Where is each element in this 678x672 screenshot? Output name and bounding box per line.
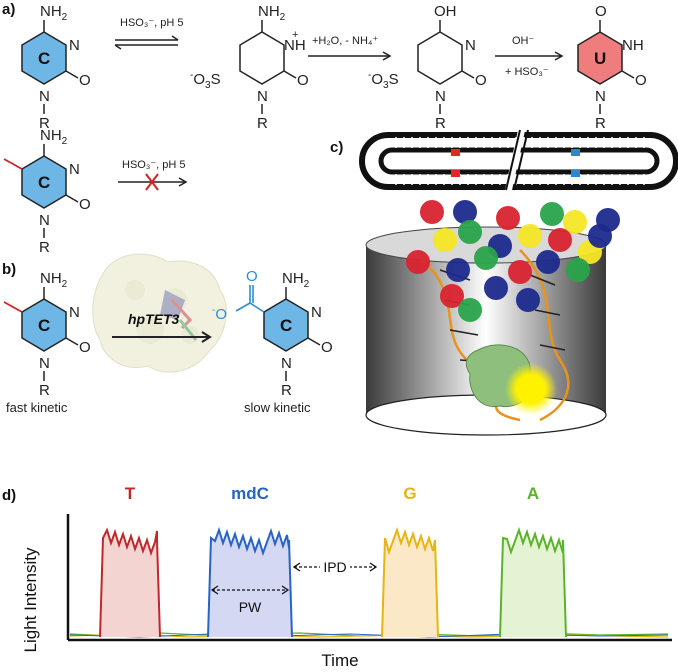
methylcytosine-b: C NH2 N O N R: [4, 270, 91, 399]
cytosine-letter: C: [38, 316, 50, 335]
nucleotide-dot: [420, 200, 444, 224]
ring-n-label: N: [39, 355, 50, 372]
nucleotide-dot: [484, 276, 508, 300]
peak-fill: [100, 530, 160, 637]
reaction-3-bottom: + HSO₃⁻: [505, 66, 549, 78]
blocked-conditions: HSO₃⁻, pH 5: [122, 159, 185, 171]
peak-fill: [208, 530, 292, 637]
methylcytosine-molecule: C NH2 N O N R: [4, 127, 91, 256]
nucleotide-dot: [474, 246, 498, 270]
r-group-label: R: [281, 382, 292, 399]
cytosine-molecule: C NH2 N O N R: [22, 3, 91, 132]
panel-b-label: b): [2, 261, 16, 278]
peak-label: T: [125, 484, 136, 503]
sulfonate-intermediate: NH2 NH + O N R -O3S: [190, 3, 309, 132]
nitrogen-label: N: [69, 37, 80, 54]
x-axis-label: Time: [321, 651, 358, 670]
enzyme-label: hpTET3: [128, 311, 180, 327]
uracil-letter: U: [594, 49, 606, 68]
fast-kinetic-caption: fast kinetic: [6, 400, 68, 415]
reaction-arrow-3: OH⁻ + HSO₃⁻: [495, 35, 562, 78]
hydroxyl-intermediate: OH N O N R -O3S: [368, 3, 487, 132]
carbonyl-oxygen: O: [595, 3, 607, 20]
nucleotide-dot: [406, 250, 430, 274]
blocked-reaction-arrow: HSO₃⁻, pH 5: [118, 159, 186, 190]
nucleotide-dot: [540, 202, 564, 226]
peak-label: A: [527, 484, 539, 503]
nitrogen-label: N: [465, 37, 476, 54]
r-group-label: R: [39, 239, 50, 256]
nucleotide-dot: [458, 298, 482, 322]
sulfonate-label: -O3S: [368, 70, 399, 91]
peak-label: mdC: [231, 484, 269, 503]
panel-d-label: d): [2, 487, 16, 504]
oxygen-label: O: [635, 72, 647, 89]
sulfonate-label: -O3S: [190, 70, 221, 91]
ring-n-label: N: [257, 88, 268, 105]
nucleotide-dot: [516, 288, 540, 312]
cytosine-letter: C: [280, 316, 292, 335]
methyl-group: [4, 159, 22, 169]
uracil-molecule: U O NH O N R: [578, 3, 647, 132]
incorporating-nucleotide: [505, 363, 557, 415]
carboxylcytosine-molecule: C O -O NH2 N O N R: [212, 268, 333, 399]
slow-kinetic-caption: slow kinetic: [244, 400, 311, 415]
oxygen-label: O: [475, 72, 487, 89]
ring-n-label: N: [39, 212, 50, 229]
ring-n-label: N: [435, 88, 446, 105]
ring-n-label: N: [39, 88, 50, 105]
nucleotide-dot: [446, 258, 470, 282]
nucleotide-dot: [588, 224, 612, 248]
r-group-label: R: [595, 115, 606, 132]
reaction-2-conditions: +H₂O, - NH₄⁺: [312, 35, 378, 47]
nucleotide-dot: [458, 220, 482, 244]
r-group-label: R: [39, 382, 50, 399]
r-group-label: R: [435, 115, 446, 132]
cytosine-letter: C: [38, 173, 50, 192]
nucleotide-dot: [496, 206, 520, 230]
reaction-3-top: OH⁻: [512, 35, 535, 47]
y-axis-label: Light Intensity: [21, 547, 40, 652]
reaction-arrow-1: HSO₃⁻, pH 5: [115, 17, 183, 49]
cytosine-letter: C: [38, 49, 50, 68]
reaction-1-conditions: HSO₃⁻, pH 5: [120, 17, 183, 29]
oxygen-label: O: [297, 72, 309, 89]
ipd-marker: IPD: [294, 558, 376, 576]
nh-label: NH: [622, 37, 644, 54]
nucleotide-dot: [508, 260, 532, 284]
peak-label: G: [403, 484, 416, 503]
nucleotide-dot: [433, 228, 457, 252]
ipd-label: IPD: [323, 559, 346, 575]
nucleotide-dot: [518, 224, 542, 248]
nucleotide-dot: [566, 258, 590, 282]
nucleotide-dot: [536, 250, 560, 274]
carboxyl-oxygen: O: [246, 268, 258, 285]
pw-label: PW: [239, 599, 262, 615]
smrtbell-template: [362, 128, 676, 192]
ring-n-label: N: [281, 355, 292, 372]
methyl-group: [4, 302, 22, 312]
hydroxyl-label: OH: [434, 3, 457, 20]
oxygen-label: O: [321, 339, 333, 356]
oxygen-label: O: [79, 72, 91, 89]
plus-charge: +: [292, 29, 298, 41]
panel-a-label: a): [2, 1, 15, 18]
reaction-arrow-2: +H₂O, - NH₄⁺: [308, 35, 390, 60]
r-group-label: R: [257, 115, 268, 132]
panel-c-label: c): [330, 139, 343, 156]
nitrogen-label: N: [311, 304, 322, 321]
oxygen-label: O: [79, 339, 91, 356]
nitrogen-label: N: [69, 304, 80, 321]
nucleotide-dot: [548, 228, 572, 252]
oxygen-label: O: [79, 196, 91, 213]
nucleotide-dot: [453, 200, 477, 224]
nitrogen-label: N: [69, 161, 80, 178]
ring-n-label: N: [595, 88, 606, 105]
